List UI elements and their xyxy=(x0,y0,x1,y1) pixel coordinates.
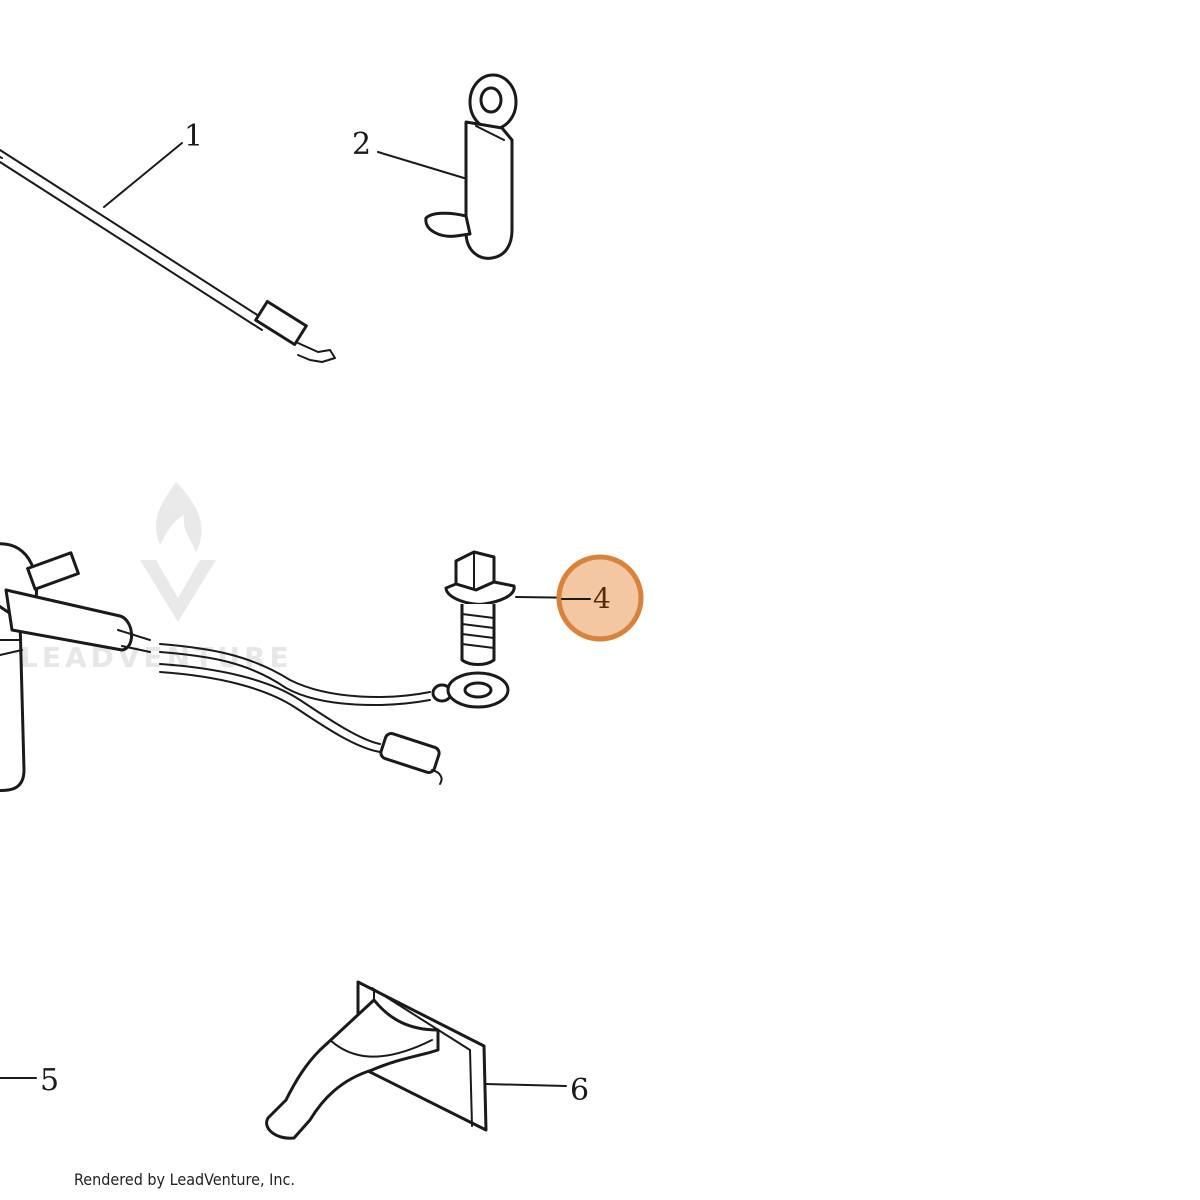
part-4-bolt xyxy=(444,550,591,709)
part-2-bracket xyxy=(377,73,518,260)
part-3-assembly xyxy=(0,542,453,793)
callout-2: 2 xyxy=(352,127,371,162)
flame-v-logo-icon xyxy=(140,482,216,622)
part-1-rod xyxy=(0,142,336,363)
callout-1: 1 xyxy=(184,119,203,154)
callout-4-highlight[interactable] xyxy=(556,554,644,642)
callout-4: 4 xyxy=(593,582,611,615)
render-credit: Rendered by LeadVenture, Inc. xyxy=(74,1170,295,1189)
part-6-clip xyxy=(265,980,567,1140)
callout-6: 6 xyxy=(570,1073,589,1108)
callout-5: 5 xyxy=(40,1063,59,1098)
